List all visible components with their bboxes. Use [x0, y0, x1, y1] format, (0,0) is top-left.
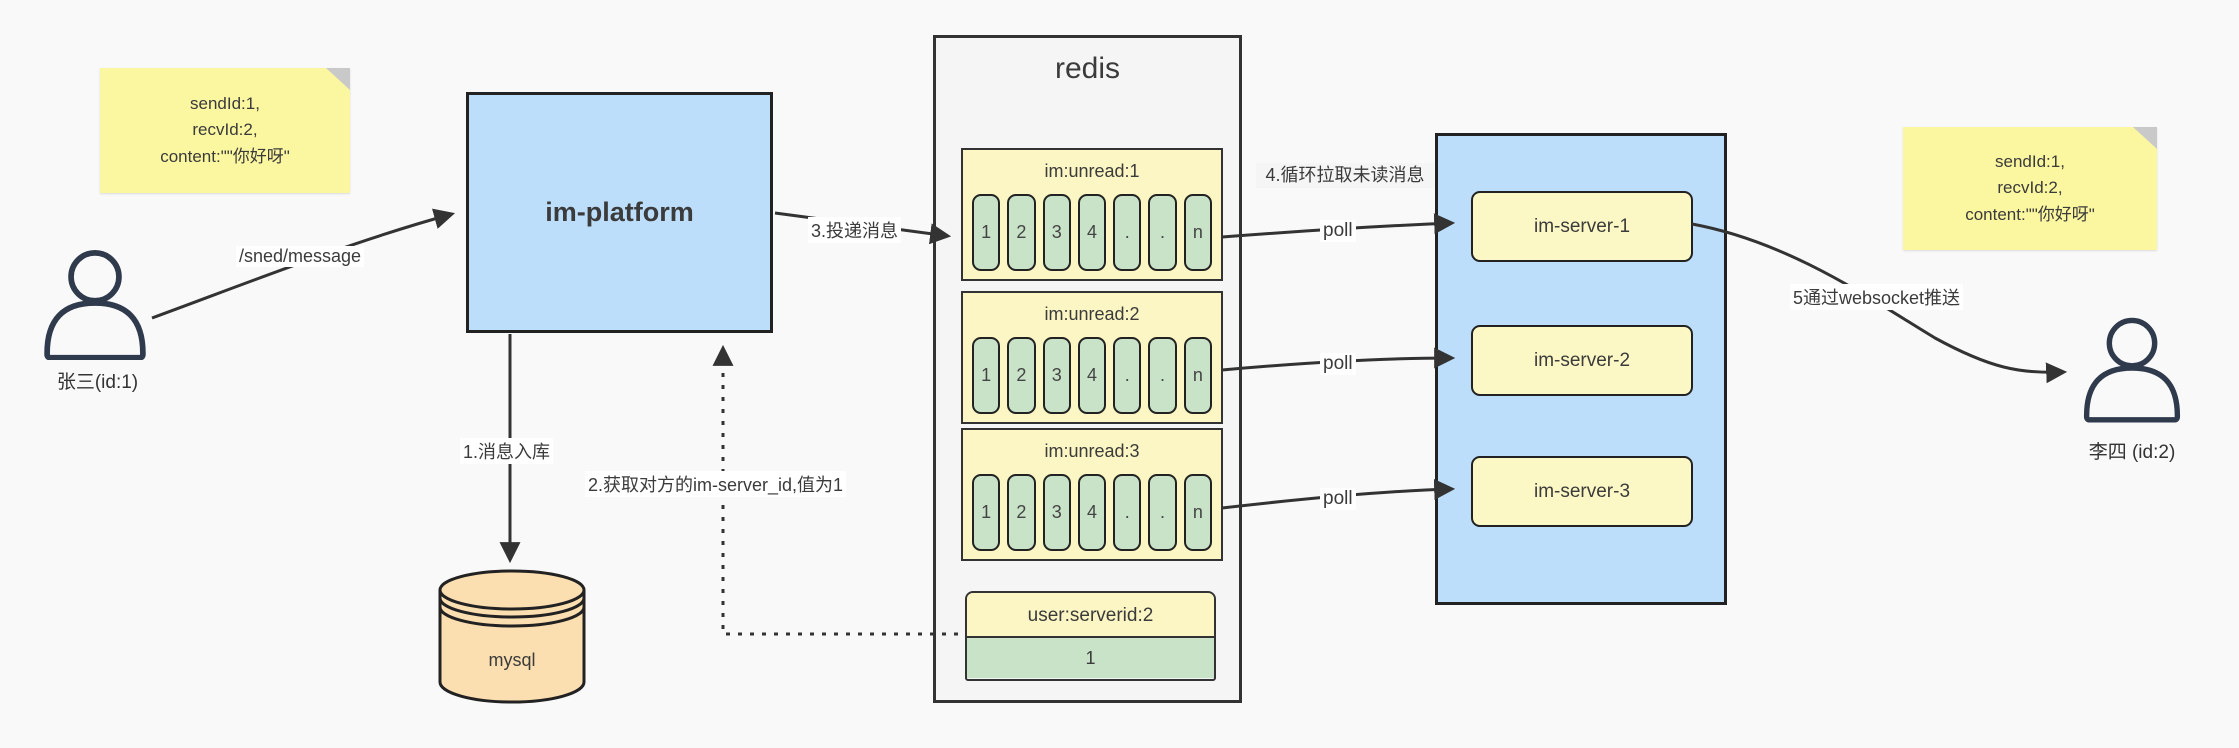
queue-cell: n [1183, 474, 1212, 551]
label-send-endpoint: /sned/message [236, 246, 365, 267]
note-line: content:""你好呀" [1965, 204, 2095, 224]
queue-cell: n [1183, 337, 1212, 414]
note-line: sendId:1, [190, 93, 260, 113]
queue-cell: 2 [1007, 474, 1036, 551]
label-step3: 3.投递消息 [808, 217, 902, 243]
im-platform-label: im-platform [545, 197, 694, 227]
queue-cells: 1 2 3 4 . . n [972, 194, 1212, 271]
im-server-2-label: im-server-2 [1533, 349, 1631, 371]
queue-im-unread-3: im:unread:3 1 2 3 4 . . n [961, 428, 1223, 561]
queue-cell: 3 [1042, 474, 1071, 551]
person-receiver-icon [2078, 312, 2186, 424]
sender-label: 张三(id:1) [56, 372, 139, 393]
queue-cell: 2 [1007, 194, 1036, 271]
im-server-cluster: im-server-1 im-server-2 im-server-3 [1435, 133, 1727, 605]
note-line: sendId:1, [1995, 151, 2065, 171]
note-fold-icon [326, 68, 350, 90]
label-poll-2: poll [1320, 353, 1356, 375]
note-fold-icon [2133, 127, 2157, 149]
queue-cell: 1 [972, 337, 1001, 414]
sticky-note-receiver: sendId:1, recvId:2, content:""你好呀" [1903, 127, 2157, 250]
queue-cells: 1 2 3 4 . . n [972, 337, 1212, 414]
note-line: recvId:2, [192, 120, 258, 140]
label-step1: 1.消息入库 [460, 438, 554, 464]
receiver-label: 李四 (id:2) [2088, 442, 2176, 463]
queue-cell: 1 [972, 194, 1001, 271]
queue-cell: 3 [1042, 194, 1071, 271]
person-sender-icon [38, 246, 152, 360]
queue-cell: . [1113, 194, 1142, 271]
queue-cell: . [1148, 337, 1177, 414]
queue-cell: 4 [1077, 474, 1107, 551]
note-line: content:""你好呀" [160, 146, 290, 166]
im-server-3-box: im-server-3 [1471, 456, 1693, 527]
mapping-header: user:serverid:2 [967, 593, 1214, 638]
mysql-database-icon [437, 568, 587, 708]
queue-cell: . [1113, 337, 1142, 414]
label-step2: 2.获取对方的im-server_id,值为1 [585, 471, 847, 497]
redis-container: redis im:unread:1 1 2 3 4 . . n im:unrea… [933, 35, 1242, 703]
queue-cell: 3 [1042, 337, 1071, 414]
label-poll-1: poll [1320, 220, 1356, 242]
queue-cell: 4 [1077, 337, 1107, 414]
queue-cell: . [1148, 474, 1177, 551]
queue-cell: 2 [1007, 337, 1036, 414]
queue-cell: 4 [1077, 194, 1107, 271]
redis-title: redis [1054, 52, 1121, 85]
queue-cells: 1 2 3 4 . . n [972, 474, 1212, 551]
label-step4: 4.循环拉取未读消息 [1256, 163, 1434, 189]
sticky-note-sender: sendId:1, recvId:2, content:""你好呀" [100, 68, 350, 193]
queue-header: im:unread:1 [1044, 161, 1140, 181]
queue-cell: 1 [972, 474, 1001, 551]
note-line: recvId:2, [1997, 178, 2063, 198]
user-serverid-mapping: user:serverid:2 1 [965, 591, 1216, 681]
queue-cell: . [1113, 474, 1142, 551]
im-server-1-box: im-server-1 [1471, 191, 1693, 262]
im-server-2-box: im-server-2 [1471, 325, 1693, 396]
mysql-label: mysql [488, 650, 536, 670]
label-poll-3: poll [1320, 488, 1356, 510]
queue-im-unread-1: im:unread:1 1 2 3 4 . . n [961, 148, 1223, 281]
im-platform-box: im-platform [466, 92, 773, 333]
queue-header: im:unread:3 [1044, 441, 1140, 461]
label-step5: 5通过websocket推送 [1790, 284, 1964, 310]
im-server-1-label: im-server-1 [1533, 215, 1631, 237]
mapping-value: 1 [967, 638, 1214, 678]
queue-im-unread-2: im:unread:2 1 2 3 4 . . n [961, 291, 1223, 424]
queue-cell: n [1183, 194, 1212, 271]
queue-header: im:unread:2 [1044, 304, 1140, 324]
queue-cell: . [1148, 194, 1177, 271]
im-server-3-label: im-server-3 [1533, 480, 1631, 502]
